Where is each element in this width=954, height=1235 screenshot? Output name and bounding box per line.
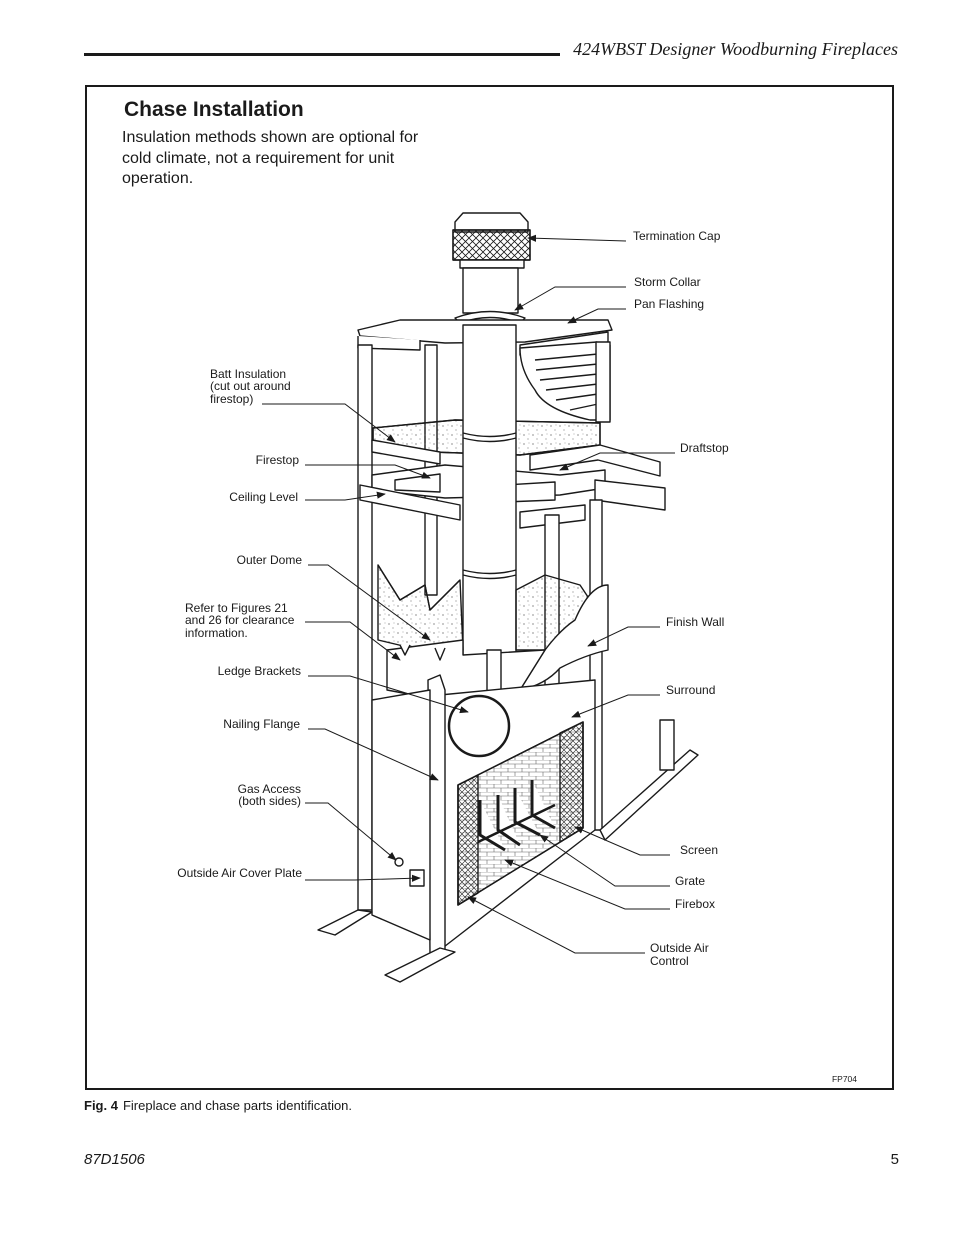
joist-upper-right xyxy=(529,444,661,477)
label-termination-cap: Termination Cap xyxy=(633,229,721,243)
base-foot-right xyxy=(599,749,699,841)
label-outside-air-control-2: Control xyxy=(650,954,689,968)
termination-cap xyxy=(452,212,531,269)
label-refer-figures-1: Refer to Figures 21 xyxy=(185,601,288,615)
ceiling-joist-right xyxy=(594,479,666,511)
chase-post-left xyxy=(357,344,373,911)
section-intro: Insulation methods shown are optional fo… xyxy=(122,129,419,187)
finish-wall xyxy=(519,584,609,691)
label-firebox: Firebox xyxy=(675,897,715,911)
base-foot-front xyxy=(384,947,456,983)
firebox-top xyxy=(386,639,546,701)
label-gas-access-1: Gas Access xyxy=(238,782,301,796)
outer-dome xyxy=(377,564,464,651)
header-rule xyxy=(84,53,560,56)
gas-access xyxy=(394,857,404,867)
grate xyxy=(477,780,556,852)
figure-caption: Fig. 4 Fireplace and chase parts identifi… xyxy=(84,1098,352,1113)
label-grate: Grate xyxy=(675,874,705,888)
chase-structure xyxy=(317,212,699,983)
label-pan-flashing: Pan Flashing xyxy=(634,297,704,311)
label-refer-figures-2: and 26 for clearance xyxy=(185,613,295,627)
figure-caption-text: Fireplace and chase parts identification… xyxy=(122,1098,353,1113)
base-post-right xyxy=(659,719,675,771)
figure-number: Fig. 4 xyxy=(84,1098,118,1113)
label-ceiling-level: Ceiling Level xyxy=(229,490,298,504)
document-number: 87D1506 xyxy=(84,1151,145,1168)
page-number: 5 xyxy=(890,1151,899,1168)
chase-lower-panel xyxy=(371,689,431,941)
label-batt-insulation-3: firestop) xyxy=(210,392,253,406)
label-storm-collar: Storm Collar xyxy=(634,275,701,289)
section-title: Chase Installation xyxy=(124,98,304,121)
base-foot-left xyxy=(317,909,373,936)
label-draftstop: Draftstop xyxy=(680,441,729,455)
callout-labels: Termination Cap Storm Collar Pan Flashin… xyxy=(177,229,857,1084)
screen-left xyxy=(457,774,479,906)
label-screen: Screen xyxy=(680,843,718,857)
figure-code: FP704 xyxy=(832,1074,857,1084)
label-firestop: Firestop xyxy=(256,453,300,467)
label-ledge-brackets: Ledge Brackets xyxy=(218,664,301,678)
label-batt-insulation-1: Batt Insulation xyxy=(210,367,286,381)
label-outer-dome: Outer Dome xyxy=(237,553,303,567)
label-batt-insulation-2: (cut out around xyxy=(210,379,291,393)
label-outside-air-cover-plate: Outside Air Cover Plate xyxy=(177,866,302,880)
label-gas-access-2: (both sides) xyxy=(238,794,301,808)
label-surround: Surround xyxy=(666,683,715,697)
chase-siding-right xyxy=(519,341,611,423)
label-finish-wall: Finish Wall xyxy=(666,615,724,629)
detail-circle xyxy=(447,694,511,758)
label-outside-air-control-1: Outside Air xyxy=(650,941,709,955)
leader-lines xyxy=(262,234,675,954)
label-nailing-flange: Nailing Flange xyxy=(223,717,300,731)
joist-upper-left xyxy=(371,439,441,465)
chimney-pipe-upper xyxy=(462,267,519,314)
figure-frame xyxy=(85,85,894,1090)
running-header-title: 424WBST Designer Woodburning Fireplaces xyxy=(573,39,898,59)
screen-right xyxy=(559,721,584,843)
chimney-pipe xyxy=(462,324,517,671)
label-refer-figures-3: information. xyxy=(185,626,248,640)
